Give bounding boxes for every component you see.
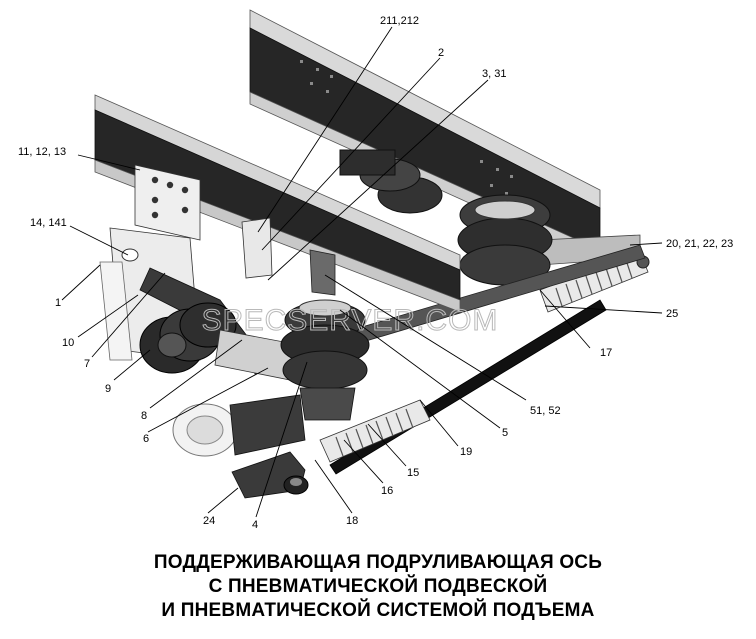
- caption-line-3: И ПНЕВМАТИЧЕСКОЙ СИСТЕМОЙ ПОДЪЕМА: [161, 600, 595, 621]
- left-spring-cylinder: [319, 399, 431, 463]
- rear-lift-bellows: [339, 149, 443, 214]
- callout-14-141: 14, 141: [30, 217, 67, 229]
- left-lift-bellows: [139, 302, 237, 374]
- callout-24: 24: [203, 515, 215, 527]
- callout-10: 10: [62, 337, 74, 349]
- wheel-hub: [172, 394, 306, 457]
- callout-11-12-13: 11, 12, 13: [18, 146, 66, 158]
- callout-18: 18: [346, 515, 358, 527]
- valve-bracket: [309, 249, 336, 296]
- watermark: SPECSERVER.COM: [202, 304, 499, 337]
- callout-1: 1: [55, 297, 61, 309]
- leader-lines: [61, 26, 663, 518]
- callout-2: 2: [438, 47, 444, 59]
- callout-4: 4: [252, 519, 258, 531]
- callout-labels: 211,212 2 3, 31 11, 12, 13 14, 141 1 10 …: [18, 15, 733, 531]
- caption-line-1: ПОДДЕРЖИВАЮЩАЯ ПОДРУЛИВАЮЩАЯ ОСЬ: [153, 552, 603, 573]
- callout-9: 9: [105, 383, 111, 395]
- front-air-spring: [280, 299, 370, 421]
- callout-19: 19: [460, 446, 472, 458]
- callout-17: 17: [600, 347, 612, 359]
- axle-illustration: [94, 9, 650, 499]
- caption-line-2: С ПНЕВМАТИЧЕСКОЙ ПОДВЕСКОЙ: [208, 576, 548, 597]
- callout-211-212: 211,212: [380, 15, 419, 27]
- callout-5: 5: [502, 427, 508, 439]
- callout-51-52: 51, 52: [530, 405, 561, 417]
- callout-7: 7: [84, 358, 90, 370]
- callout-6: 6: [143, 433, 149, 445]
- callout-3-31: 3, 31: [482, 68, 506, 80]
- callout-16: 16: [381, 485, 393, 497]
- callout-20-21-22-23: 20, 21, 22, 23: [666, 238, 733, 250]
- rear-air-spring: [457, 194, 553, 286]
- callout-8: 8: [141, 410, 147, 422]
- front-hanger-bracket: [134, 164, 201, 241]
- frame-bracket: [241, 217, 273, 279]
- callout-15: 15: [407, 467, 419, 479]
- callout-25: 25: [666, 308, 678, 320]
